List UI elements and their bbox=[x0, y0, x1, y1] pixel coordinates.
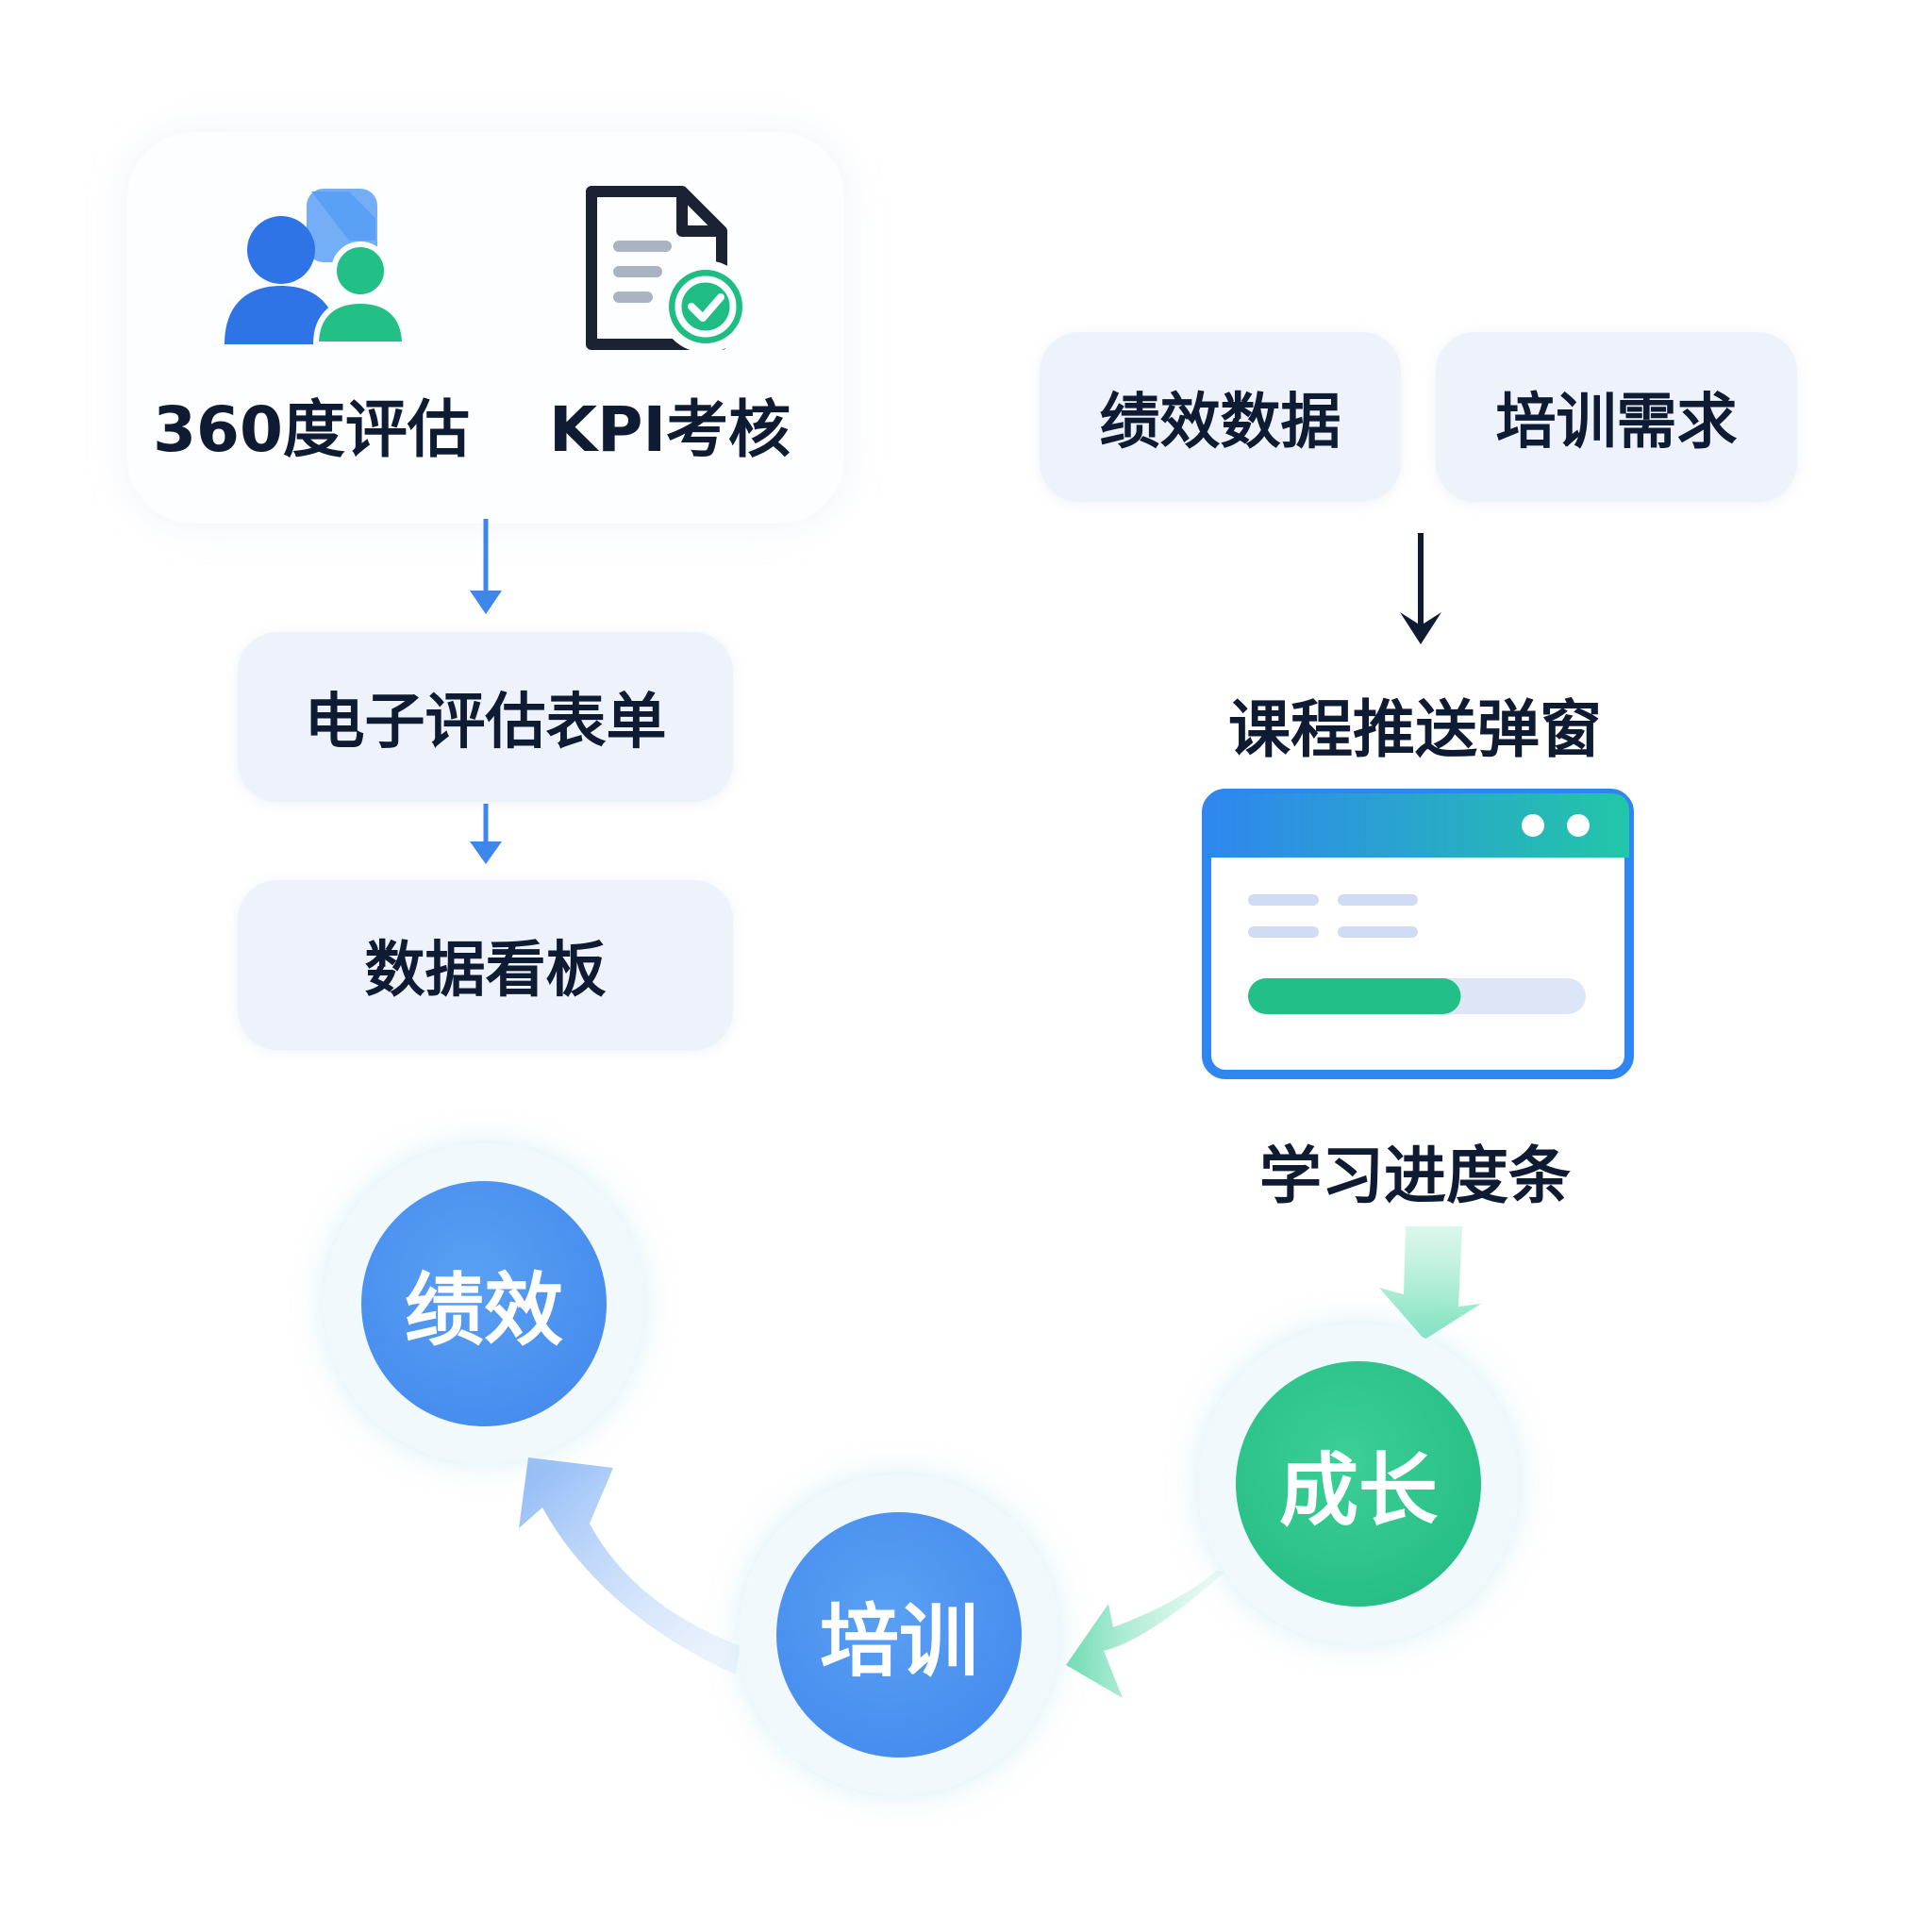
down-arrow-icon bbox=[1400, 533, 1441, 644]
training-node: 培训 bbox=[776, 1512, 1022, 1757]
performance-node: 绩效 bbox=[361, 1181, 607, 1426]
course-popup-label: 课程推送弹窗 bbox=[1228, 693, 1602, 766]
browser-window-icon bbox=[1202, 789, 1634, 1079]
performance-data-pill: 绩效数据 bbox=[1040, 332, 1401, 502]
dashboard-pill: 数据看板 bbox=[238, 880, 733, 1050]
training-needs-pill: 培训需求 bbox=[1436, 332, 1797, 502]
kpi-label: KPI考核 bbox=[548, 393, 791, 466]
people-icon bbox=[225, 189, 408, 347]
assessment-360-label: 360度评估 bbox=[153, 393, 470, 466]
down-arrow-icon bbox=[470, 519, 502, 614]
learning-progress-label: 学习进度条 bbox=[1259, 1140, 1571, 1212]
progress-fill bbox=[1248, 978, 1461, 1014]
electronic-form-pill: 电子评估表单 bbox=[238, 632, 733, 802]
document-check-icon bbox=[586, 186, 752, 353]
down-arrow-icon bbox=[470, 804, 502, 864]
growth-node: 成长 bbox=[1236, 1361, 1481, 1607]
